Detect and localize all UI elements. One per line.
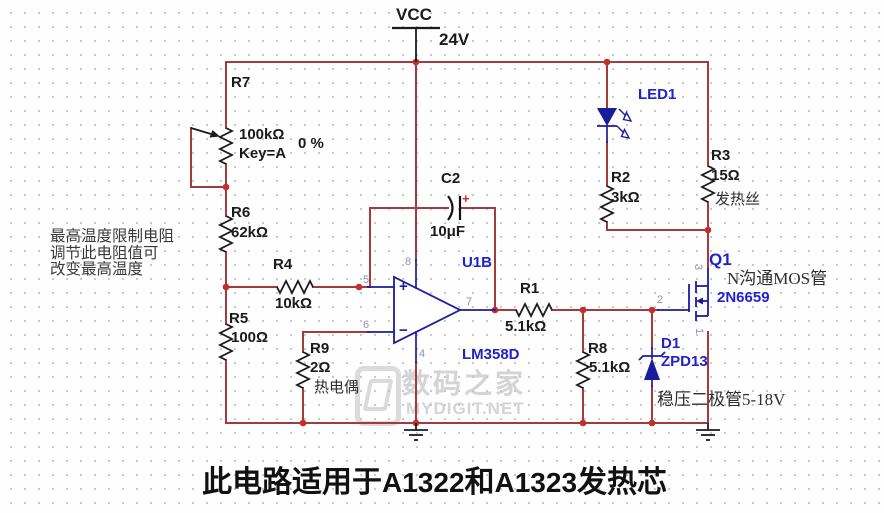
pin-stubs bbox=[367, 125, 690, 387]
ground-symbol-center bbox=[404, 423, 428, 441]
r2-ref: R2 bbox=[611, 169, 631, 186]
u1b-pin7: 7 bbox=[466, 296, 473, 308]
c2-value: 10μF bbox=[430, 223, 466, 240]
d1-note: 稳压二极管5-18V bbox=[657, 390, 786, 409]
c2-polarity: + bbox=[462, 191, 470, 206]
r9-value: 2Ω bbox=[310, 359, 331, 376]
resistor-r6-symbol bbox=[217, 215, 235, 253]
left-annotation: 最高温度限制电阻 调节此电阻值可 改变最高温度 bbox=[50, 228, 175, 279]
r9-ref: R9 bbox=[310, 340, 330, 357]
r3-ref: R3 bbox=[711, 147, 731, 164]
opamp-plus-sign: + bbox=[399, 278, 408, 295]
caption: 此电路适用于A1322和A1323发热芯 bbox=[202, 457, 667, 501]
resistor-r9-symbol bbox=[294, 351, 312, 389]
q1-pin-source: 1 bbox=[693, 327, 706, 335]
zener-d1-symbol bbox=[638, 351, 666, 380]
q1-pin-gate: 2 bbox=[657, 294, 664, 306]
caption-part3: 和 bbox=[464, 466, 495, 499]
c2-ref: C2 bbox=[441, 170, 461, 187]
watermark-title: 数码之家 bbox=[402, 369, 527, 400]
caption-part1: 此电路适用于 bbox=[202, 466, 382, 499]
resistor-r4-symbol bbox=[276, 278, 314, 296]
opamp-u1b-symbol bbox=[393, 275, 463, 345]
potentiometer-r7-symbol bbox=[217, 127, 235, 165]
caption-part5: 发热芯 bbox=[577, 466, 668, 499]
r7-value: 100kΩ bbox=[239, 126, 285, 143]
u1b-part: LM358D bbox=[462, 346, 520, 363]
vcc-symbol bbox=[392, 26, 440, 62]
resistor-r2-symbol bbox=[598, 185, 616, 223]
r8-ref: R8 bbox=[588, 340, 608, 357]
left-annotation-line1: 最高温度限制电阻 bbox=[50, 228, 175, 245]
resistor-r1-symbol bbox=[515, 301, 553, 319]
r3-note: 发热丝 bbox=[715, 192, 761, 208]
led1-ref: LED1 bbox=[638, 86, 677, 103]
resistor-r8-symbol bbox=[574, 351, 592, 389]
q1-pin-drain: 3 bbox=[692, 263, 705, 271]
r1-value: 5.1kΩ bbox=[505, 318, 547, 335]
ground-symbol-right bbox=[696, 423, 720, 441]
r7-key: Key=A bbox=[239, 145, 287, 162]
watermark-site: MYDIGIT.NET bbox=[406, 399, 525, 418]
r9-note: 热电偶 bbox=[314, 380, 360, 396]
r8-value: 5.1kΩ bbox=[589, 359, 631, 376]
resistor-r3-symbol bbox=[699, 165, 717, 203]
r6-ref: R6 bbox=[231, 204, 251, 221]
r3-value: 15Ω bbox=[711, 167, 740, 184]
led1-symbol bbox=[597, 108, 633, 139]
left-annotation-line2: 调节此电阻值可 bbox=[50, 244, 159, 262]
q1-part: 2N6659 bbox=[717, 289, 770, 306]
wires bbox=[190, 61, 709, 424]
capacitor-c2-symbol bbox=[447, 195, 462, 221]
u1b-pin5: 5 bbox=[363, 274, 370, 286]
q1-ref: Q1 bbox=[709, 250, 732, 269]
r2-value: 3kΩ bbox=[611, 189, 640, 206]
u1b-pin6: 6 bbox=[363, 319, 370, 331]
r6-value: 62kΩ bbox=[231, 224, 269, 241]
vcc-net-label: VCC bbox=[396, 5, 432, 24]
r7-ref: R7 bbox=[231, 74, 251, 91]
r4-value: 10kΩ bbox=[275, 295, 313, 312]
d1-ref: D1 bbox=[661, 335, 681, 352]
u1b-pin8: 8 bbox=[405, 256, 412, 268]
resistor-symbols bbox=[217, 127, 717, 389]
r7-setting: 0 % bbox=[298, 135, 324, 152]
opamp-minus-sign: − bbox=[399, 322, 408, 339]
wiper-arrow-icon bbox=[190, 127, 220, 138]
junction-dots bbox=[222, 58, 712, 427]
mosfet-q1-symbol bbox=[688, 268, 709, 321]
d1-part: ZPD13 bbox=[661, 353, 708, 370]
led-emission-arrows-icon bbox=[616, 108, 633, 139]
r5-value: 100Ω bbox=[231, 329, 269, 346]
caption-part4: A1323 bbox=[494, 467, 578, 498]
q1-note: N沟通MOS管 bbox=[727, 269, 828, 288]
left-annotation-line3: 改变最高温度 bbox=[50, 261, 144, 278]
u1b-ref: U1B bbox=[462, 254, 493, 271]
resistor-r5-symbol bbox=[217, 323, 235, 361]
caption-part2: A1322 bbox=[382, 467, 465, 498]
vcc-voltage-label: 24V bbox=[439, 30, 470, 49]
r4-ref: R4 bbox=[273, 256, 293, 273]
u1b-pin4: 4 bbox=[419, 348, 426, 360]
r5-ref: R5 bbox=[229, 310, 249, 327]
r1-ref: R1 bbox=[520, 280, 540, 297]
